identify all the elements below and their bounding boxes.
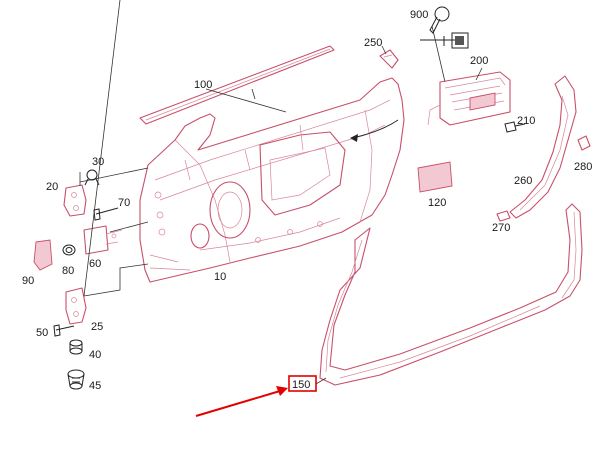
bolt-30[interactable] — [84, 169, 100, 186]
leader-hinge-low-path — [83, 263, 149, 297]
window-arrow — [351, 119, 399, 139]
label-20: 20 — [46, 181, 58, 193]
label-150: 150 — [292, 379, 310, 391]
highlight-150[interactable]: 150 — [288, 375, 317, 392]
label-80: 80 — [62, 265, 74, 277]
clip-270[interactable] — [496, 210, 511, 222]
label-40: 40 — [89, 349, 101, 361]
window-trim-strip[interactable] — [139, 45, 335, 125]
label-280: 280 — [574, 161, 592, 173]
label-120: 120 — [428, 197, 446, 209]
label-100: 100 — [194, 79, 212, 91]
control-module[interactable] — [427, 71, 511, 126]
label-90: 90 — [22, 275, 34, 287]
screw-50[interactable] — [53, 324, 75, 337]
label-210: 210 — [517, 115, 535, 127]
lower-hinge[interactable] — [65, 287, 87, 325]
label-200: 200 — [470, 55, 488, 67]
leader-200 — [475, 67, 483, 81]
warning-label[interactable] — [417, 161, 453, 193]
leader-150 — [315, 377, 327, 385]
mirror-cover[interactable] — [379, 49, 399, 69]
bushing-45[interactable] — [67, 369, 85, 390]
label-250: 250 — [364, 37, 382, 49]
special-tool[interactable] — [420, 6, 469, 49]
window-arrow-head — [350, 134, 358, 142]
label-900: 900 — [410, 9, 428, 21]
leader-100b — [251, 88, 256, 100]
leader-100 — [205, 88, 287, 113]
label-60: 60 — [89, 258, 101, 270]
leader-900 — [431, 25, 446, 83]
leader-hinge-low — [83, 0, 121, 297]
label-270: 270 — [492, 222, 510, 234]
grommet-80[interactable] — [62, 244, 76, 256]
bolt-210[interactable] — [504, 121, 526, 133]
clip-280[interactable] — [577, 135, 591, 151]
label-30: 30 — [92, 156, 104, 168]
door-check-strap[interactable] — [83, 225, 123, 255]
label-10: 10 — [214, 271, 226, 283]
door-frame-trim[interactable] — [509, 75, 577, 219]
label-70: 70 — [118, 197, 130, 209]
door-shell[interactable] — [139, 77, 405, 283]
red-pointer-arrow — [195, 386, 288, 417]
label-25: 25 — [91, 321, 103, 333]
label-260: 260 — [514, 175, 532, 187]
leader-check — [109, 221, 149, 233]
upper-hinge[interactable] — [63, 184, 87, 217]
door-seal[interactable] — [319, 203, 583, 386]
leader-250 — [381, 45, 387, 55]
label-45: 45 — [89, 380, 101, 392]
cap-40[interactable] — [69, 339, 83, 355]
screw-70[interactable] — [93, 207, 119, 221]
hinge-cover[interactable] — [33, 239, 53, 271]
label-50: 50 — [36, 327, 48, 339]
